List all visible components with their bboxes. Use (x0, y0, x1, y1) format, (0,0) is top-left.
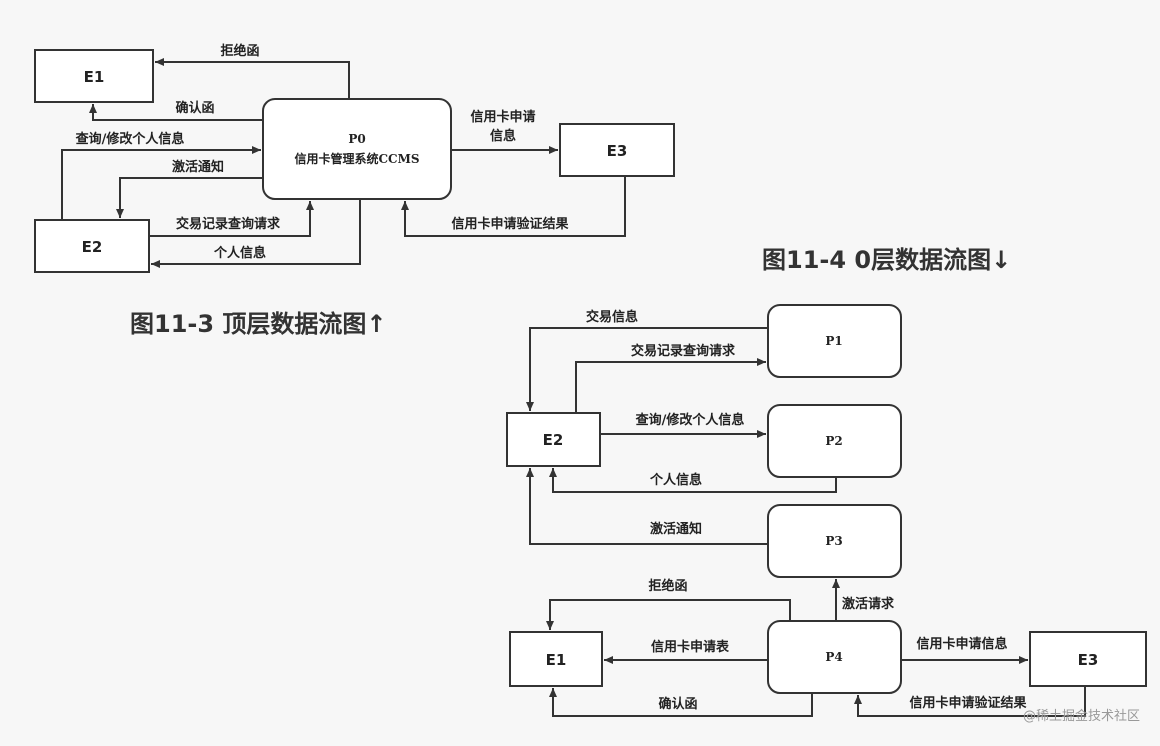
level0-flow-application-form-label: 信用卡申请表 (651, 639, 730, 655)
top-flow-transaction-query-arrow (149, 201, 314, 237)
level0-flow-application-info-label: 信用卡申请信息 (916, 636, 1007, 652)
level0-flow-verify-result-label: 信用卡申请验证结果 (909, 695, 1026, 711)
level0-flow-personal-info-arrow (549, 468, 837, 493)
top-flow-reject-arrow (155, 58, 350, 99)
level0-flow-reject-arrow (546, 599, 791, 630)
p1-label: P1 (825, 334, 842, 348)
top-caption: 图11-3 顶层数据流图↑ (130, 310, 387, 338)
top-level-dfd: E1 E2 E3 P0 信用卡管理系统CCMS 拒绝函 确认函 查询/修改个人信… (34, 43, 675, 338)
top-flow-transaction-query-label: 交易记录查询请求 (176, 216, 281, 232)
top-flow-verify-result-arrow (401, 176, 626, 237)
level0-e1-box (509, 631, 603, 687)
top-p0-name: 信用卡管理系统CCMS (294, 151, 419, 166)
top-flow-application-info-label-2: 信息 (490, 128, 516, 144)
level0-caption: 图11-4 0层数据流图↓ (762, 246, 1011, 274)
p3-process (767, 504, 902, 578)
top-flow-personal-info-label: 个人信息 (213, 245, 266, 261)
top-p0-id: P0 (348, 132, 365, 146)
top-flow-query-label: 查询/修改个人信息 (75, 131, 185, 147)
level0-e2-box (506, 412, 601, 467)
p4-process (767, 620, 902, 694)
watermark: @稀土掘金技术社区 (1023, 708, 1140, 724)
top-e1-label: E1 (84, 68, 105, 86)
level0-flow-transaction-info-arrow (526, 327, 768, 411)
level0-flow-transaction-query-arrow (575, 358, 766, 413)
level0-flow-activation-notice-arrow (526, 468, 768, 545)
level0-flow-transaction-info-label: 交易信息 (586, 309, 638, 325)
p2-label: P2 (825, 434, 842, 448)
p2-process (767, 404, 902, 478)
top-p0-process (262, 98, 452, 200)
top-e1-box (34, 49, 154, 103)
level0-flow-activation-notice-label: 激活通知 (650, 521, 702, 537)
level0-flow-verify-result-arrow (854, 686, 1086, 717)
top-flow-query-arrow (61, 146, 261, 220)
top-e3-label: E3 (607, 142, 628, 160)
top-flow-activation-label: 激活通知 (172, 159, 224, 175)
top-e2-label: E2 (82, 238, 103, 256)
top-flow-application-info-label-1: 信用卡申请 (470, 109, 535, 125)
top-flow-verify-result-label: 信用卡申请验证结果 (451, 216, 568, 232)
top-e3-box (559, 123, 675, 177)
level0-flow-transaction-query-label: 交易记录查询请求 (631, 343, 736, 359)
level0-flow-personal-info-label: 个人信息 (649, 472, 702, 488)
level0-flow-confirm-arrow (549, 688, 813, 717)
level0-e3-box (1029, 631, 1147, 687)
level0-dfd: 图11-4 0层数据流图↓ P1 P2 P3 P4 E2 E1 E3 交易信息 … (506, 246, 1147, 717)
level0-flow-reject-label: 拒绝函 (648, 578, 687, 594)
top-flow-activation-arrow (116, 177, 263, 218)
level0-e3-label: E3 (1078, 651, 1099, 669)
level0-flow-activation-request-label: 激活请求 (842, 596, 895, 612)
top-flow-reject-label: 拒绝函 (220, 43, 259, 59)
level0-flow-query-modify-label: 查询/修改个人信息 (635, 412, 745, 428)
level0-e2-label: E2 (543, 431, 564, 449)
p4-label: P4 (825, 650, 842, 664)
top-e2-box (34, 219, 150, 273)
top-flow-confirm-label: 确认函 (175, 100, 214, 116)
top-flow-confirm-arrow (89, 104, 263, 121)
p1-process (767, 304, 902, 378)
top-flow-personal-info-arrow (151, 199, 361, 268)
level0-e1-label: E1 (546, 651, 567, 669)
p3-label: P3 (825, 534, 842, 548)
level0-flow-confirm-label: 确认函 (658, 696, 697, 712)
